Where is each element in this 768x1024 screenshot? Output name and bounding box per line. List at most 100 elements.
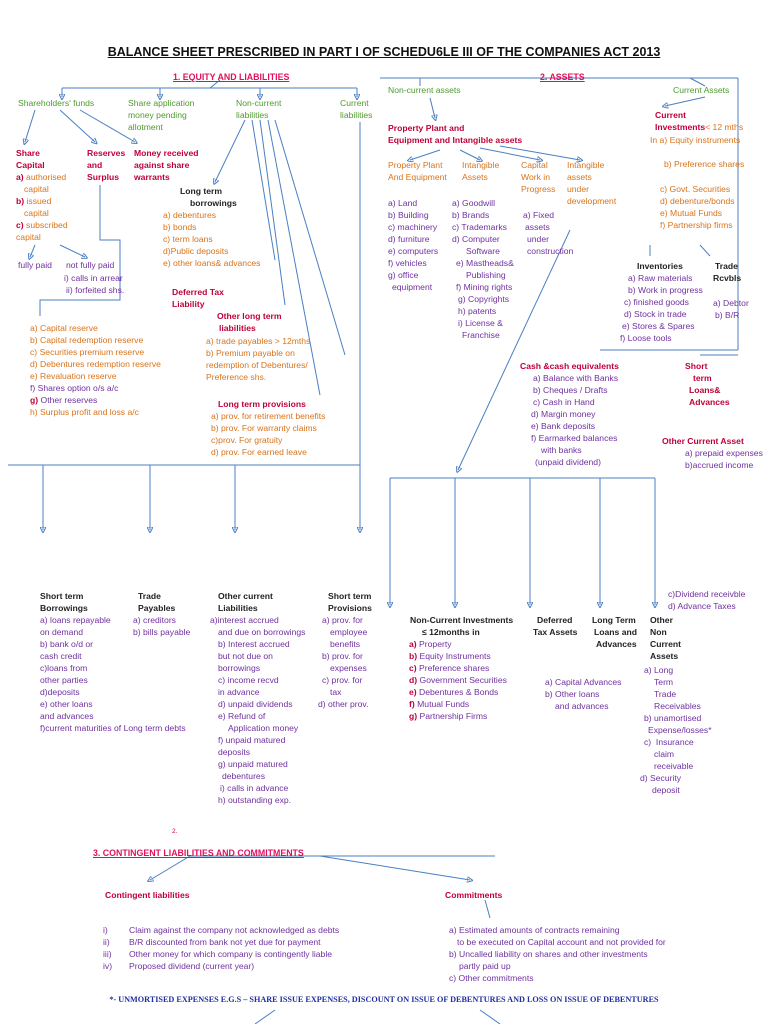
ltl-heading-line: Loans and	[594, 627, 637, 637]
ltp-item: b) prov. For warranty claims	[211, 423, 317, 433]
shareholders-funds-label: Shareholders' funds	[18, 98, 95, 108]
intangible-under-development: Intangible assets under development	[567, 159, 616, 207]
intangible-item: b) Brands	[452, 210, 490, 220]
long-term-borrowings-heading: Long term borrowings	[180, 185, 237, 209]
iud-line: Intangible	[567, 160, 605, 170]
onca-heading-line: Non	[650, 627, 667, 637]
onca-item: claim	[654, 749, 675, 759]
ci-item: c) Govt. Securities	[660, 184, 731, 194]
commitments-heading: Commitments	[445, 890, 503, 900]
footnote: *- UNMORTISED EXPENSES E.G.S – SHARE ISS…	[109, 995, 659, 1004]
short-term-borrowings-block: Short term Borrowings a) loans repayable…	[40, 590, 186, 734]
stb-item: c)loans from	[40, 663, 88, 673]
money-received-line: warrants	[134, 172, 170, 182]
onca-pre-item: d) Advance Taxes	[668, 601, 736, 611]
stb-item: d)deposits	[40, 687, 80, 697]
non-current-liabilities-label: Non-current liabilities	[236, 97, 281, 121]
onca-item: a) Long	[644, 665, 674, 675]
item-text: Proposed dividend (current year)	[129, 961, 255, 971]
intangible-item: i) License &	[458, 318, 503, 328]
ci-item: e) Mutual Funds	[660, 208, 723, 218]
onca-item: receivable	[654, 761, 694, 771]
item-marker: g)	[30, 395, 39, 405]
contingent-liabilities-list: i)Claim against the company not acknowle…	[103, 924, 339, 972]
forfeited-shares: ii) forfeited shs.	[66, 285, 125, 295]
stp-item: c) prov. for	[322, 675, 363, 685]
current-liabilities-label: Current liabilities	[340, 97, 372, 121]
share-capital-item: b) issued	[16, 195, 68, 207]
cash-item: (unpaid dividend)	[535, 457, 601, 467]
share-capital-items: a) authorised capital b) issued capital …	[16, 171, 68, 243]
item-text: Mutual Funds	[417, 699, 470, 709]
stb-item: a) loans repayable	[40, 615, 111, 625]
item-text: authorised	[26, 172, 67, 182]
ppe-item: f) vehicles	[388, 258, 427, 268]
commitment-item: a) Estimated amounts of contracts remain…	[449, 925, 620, 935]
olt-item: redemption of Debentures/	[206, 360, 308, 370]
stp-item: expenses	[330, 663, 367, 673]
ltl-heading-line: Long Term	[592, 615, 636, 625]
stl-line: Loans&	[689, 385, 721, 395]
contingent-liabilities-heading: Contingent liabilities	[105, 890, 190, 900]
cwip-heading-line: Work in	[521, 172, 550, 182]
nci-item: g) Partnership Firms	[409, 710, 507, 722]
cash-equivalents-heading: Cash &cash equivalents	[520, 361, 619, 371]
item-marker: c)	[30, 347, 38, 357]
ppe-item: b) Building	[388, 210, 429, 220]
item-text: capital	[24, 208, 49, 218]
inventories-items: a) Raw materials b) Work in progress c) …	[620, 272, 703, 344]
inventory-item: d) Stock in trade	[624, 309, 687, 319]
stl-line: term	[693, 373, 712, 383]
cwip-block: Capital Work in Progress	[521, 159, 555, 195]
ppe-item: e) computers	[388, 246, 439, 256]
onca-item: Term	[654, 677, 674, 687]
ci-heading-line: Current	[655, 110, 687, 120]
ocl-heading-line: Other current	[218, 591, 273, 601]
cwip-item: under	[527, 234, 549, 244]
share-capital-block: Share Capital	[16, 147, 45, 171]
item-text: Capital redemption reserve	[40, 335, 144, 345]
nci-item: b) Equity Instruments	[409, 650, 507, 662]
intangible-item: d) Computer	[452, 234, 500, 244]
ci-items-lower: c) Govt. Securities d) debenture/bonds e…	[660, 183, 735, 231]
cl-line: liabilities	[340, 110, 373, 120]
nci-heading-line: Non-Current Investments	[410, 615, 514, 625]
ppe-item: c) machinery	[388, 222, 438, 232]
share-capital-heading: Share	[16, 148, 40, 158]
item-text: B/R discounted from bank not yet due for…	[129, 937, 321, 947]
onca-heading-line: Other	[650, 615, 673, 625]
share-capital-item: capital	[16, 231, 68, 243]
ci-item: d) debenture/bonds	[660, 196, 735, 206]
olt-heading-line: Other long term	[217, 311, 282, 321]
cash-items: a) Balance with Banks b) Cheques / Draft…	[531, 372, 618, 468]
cash-item: d) Margin money	[531, 409, 596, 419]
stb-item: and advances	[40, 711, 94, 721]
cash-item: b) Cheques / Drafts	[533, 385, 608, 395]
item-text: Other money for which company is conting…	[129, 949, 333, 959]
ocl-item: g) unpaid matured	[218, 759, 288, 769]
contingent-item: i)Claim against the company not acknowle…	[103, 924, 339, 936]
ci-item: In a) Equity instruments	[650, 135, 741, 145]
ocl-item: Application money	[228, 723, 299, 733]
item-marker: a)	[16, 172, 24, 182]
item-marker: e)	[30, 371, 38, 381]
onca-item: Receivables	[654, 701, 701, 711]
equity-section-title: 1. EQUITY AND LIABILITIES	[173, 72, 290, 82]
item-marker: a)	[409, 639, 417, 649]
dta-line: Tax Assets	[533, 627, 578, 637]
intangible-item: h) patents	[458, 306, 497, 316]
ocl-item: debentures	[222, 771, 266, 781]
tr-item: a) Debtor	[713, 298, 749, 308]
ocl-item: in advance	[218, 687, 260, 697]
stp-heading-line: Short term	[328, 591, 372, 601]
ltp-item: d) prov. For earned leave	[211, 447, 307, 457]
oca-item: b)accrued income	[685, 460, 754, 470]
contingent-item: iv)Proposed dividend (current year)	[103, 960, 339, 972]
stp-item: tax	[330, 687, 342, 697]
ltb-item: c) term loans	[163, 234, 213, 244]
item-marker: ii)	[103, 937, 110, 947]
item-marker: g)	[409, 711, 418, 721]
item-text: Partnership Firms	[419, 711, 488, 721]
current-assets-label: Current Assets	[673, 85, 730, 95]
